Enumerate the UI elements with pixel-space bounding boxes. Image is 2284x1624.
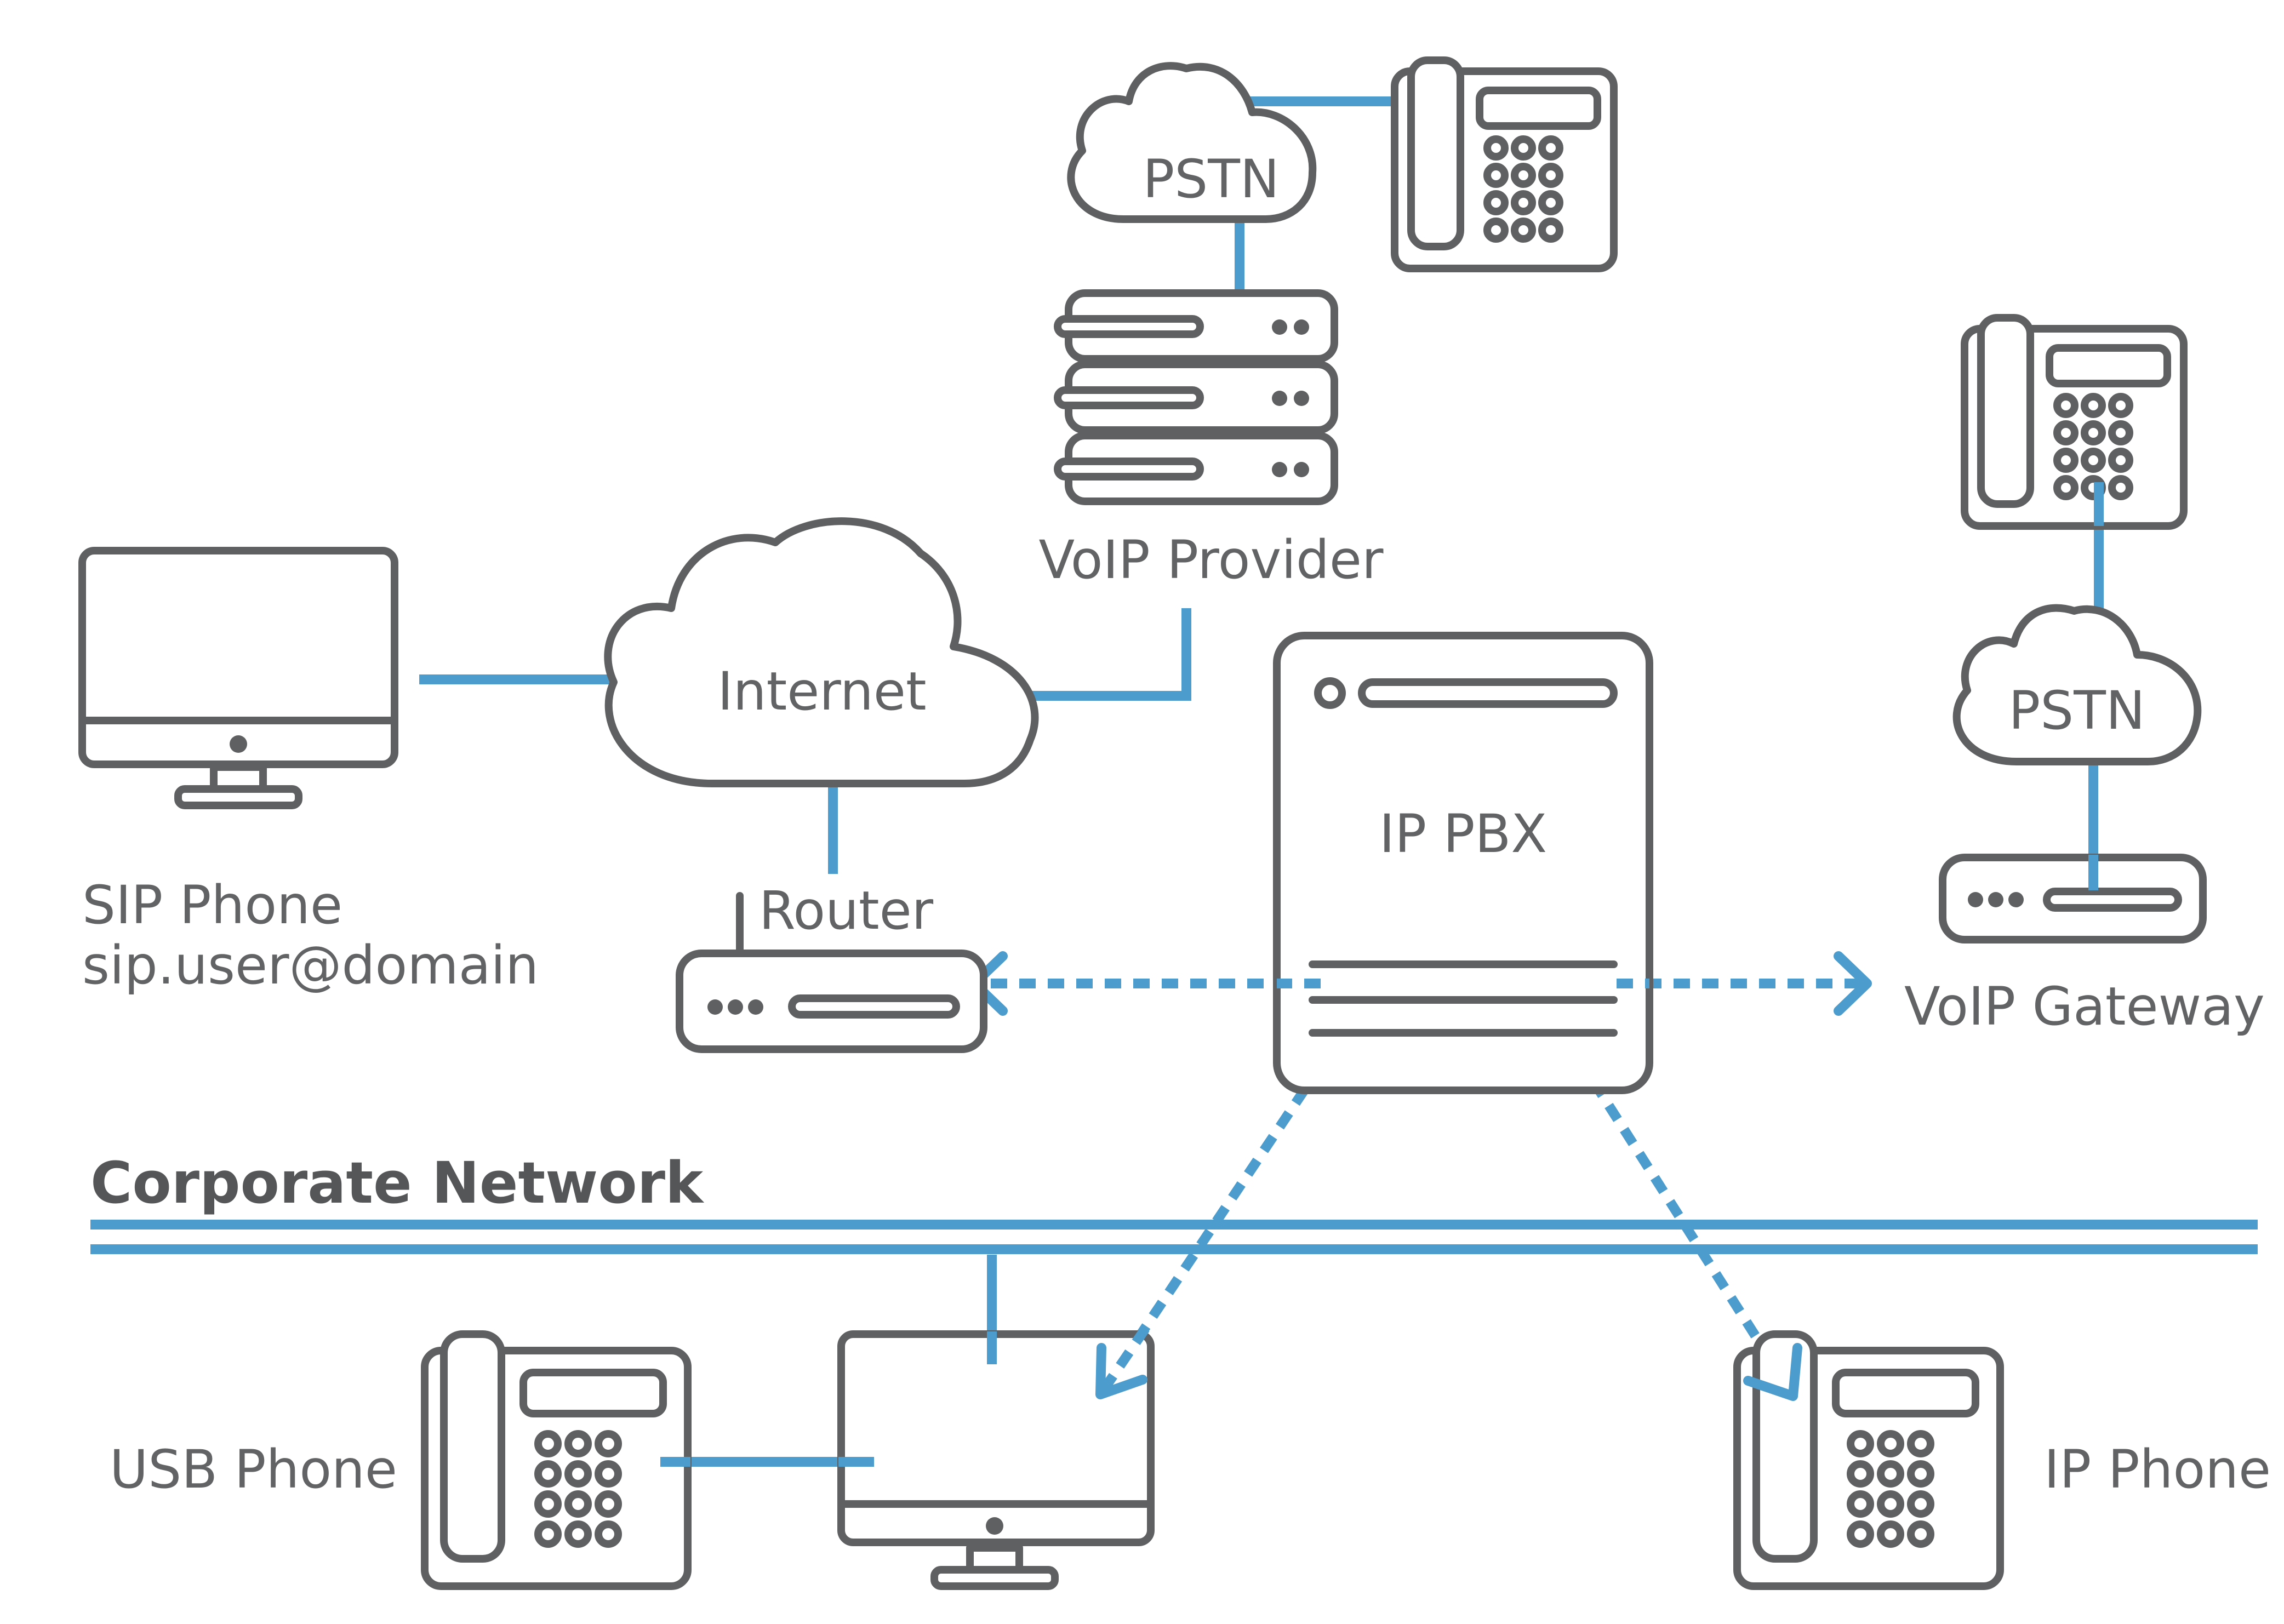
ip-phone-label: IP Phone <box>2044 1439 2271 1500</box>
arrowhead-ip-phone-overlay <box>1743 1343 1802 1401</box>
bottom-monitor-icon <box>837 1330 1155 1590</box>
sip-phone-monitor-icon <box>78 547 398 809</box>
pstn-top-cloud-icon: PSTN <box>1067 62 1317 223</box>
dashed-monitor-overlay <box>1100 1325 1150 1392</box>
internet-label: Internet <box>717 661 926 722</box>
sip-phone-label: SIP Phone <box>82 874 342 936</box>
voip-provider-label: VoIP Provider <box>1039 529 1384 591</box>
pstn-top-label: PSTN <box>1143 148 1279 210</box>
pstn-right-cloud-icon: PSTN <box>1952 604 2202 765</box>
ip-pbx-label: IP PBX <box>1379 803 1547 865</box>
dashed-link-pbx-to-ip-phone <box>1574 1055 1794 1392</box>
corporate-network-label: Corporate Network <box>90 1150 705 1216</box>
router-icon <box>676 892 987 1053</box>
ip-phone-icon <box>1733 1330 2004 1590</box>
server-rack-icon <box>1054 289 1338 505</box>
sip-address-label: sip.user@domain <box>82 935 539 996</box>
usb-phone-icon <box>421 1330 692 1590</box>
pbx-server-icon: IP PBX <box>1273 632 1653 1094</box>
usb-phone-label: USB Phone <box>110 1439 397 1500</box>
link-provider-to-internet <box>973 608 1191 701</box>
pstn-right-label: PSTN <box>2008 680 2145 741</box>
internet-cloud-icon: Internet <box>604 517 1039 787</box>
desk-phone-top-icon <box>1391 56 1618 272</box>
gateway-icon <box>1939 854 2207 943</box>
voip-gateway-label: VoIP Gateway <box>1904 976 2265 1037</box>
arrowhead-gateway <box>1834 951 1872 1016</box>
arrowhead-monitor-overlay <box>1095 1343 1147 1399</box>
desk-phone-right-icon <box>1961 314 2188 530</box>
router-label: Router <box>759 880 934 941</box>
